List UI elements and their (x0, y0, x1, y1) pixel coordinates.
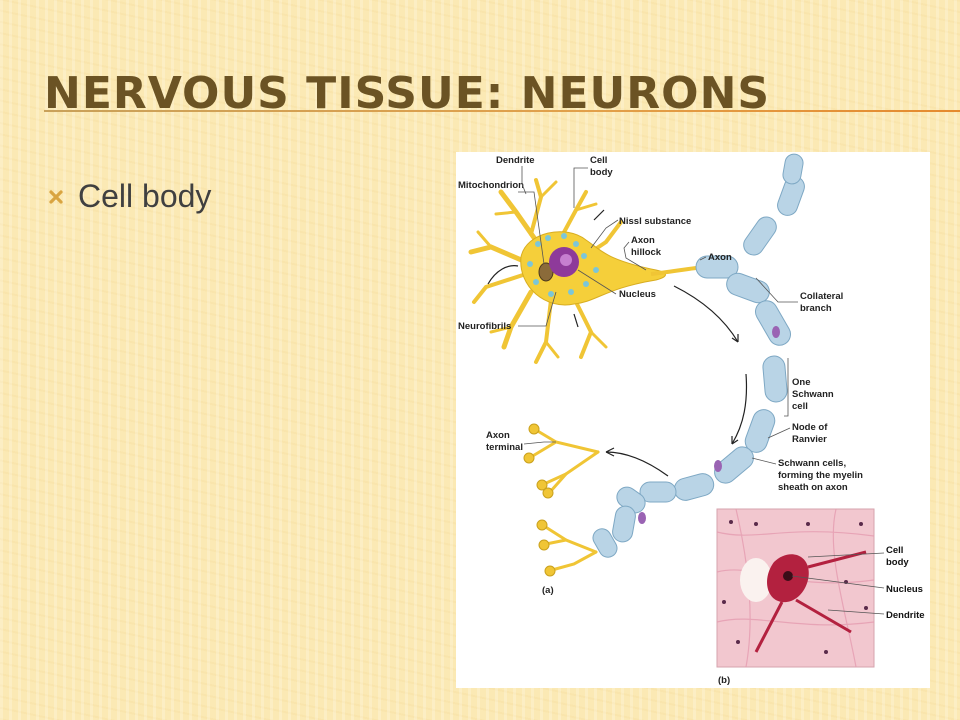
micrograph (716, 508, 885, 668)
label-myelin-2: forming the myelin (778, 470, 863, 481)
x-mark-icon (49, 189, 63, 204)
label-nissl-substance: Nissl substance (619, 216, 691, 227)
label-b-cell-body-2: body (886, 557, 909, 568)
label-node-1: Node of (792, 422, 828, 433)
label-axon: Axon (708, 252, 732, 263)
impulse-arrows (487, 209, 748, 477)
label-myelin-3: sheath on axon (778, 482, 848, 493)
label-schwann-2: Schwann (792, 389, 834, 400)
neuron-diagram: Dendrite Cell body Mitochondrion Nissl s… (458, 153, 925, 686)
neuron-figure: Dendrite Cell body Mitochondrion Nissl s… (456, 152, 930, 688)
title-underline (44, 110, 960, 112)
label-node-2: Ranvier (792, 434, 827, 445)
label-mitochondrion: Mitochondrion (458, 180, 524, 191)
panel-b-letter: (b) (718, 675, 730, 686)
label-dendrite: Dendrite (496, 155, 535, 166)
label-axon-terminal-1: Axon (486, 430, 510, 441)
label-collateral-1: Collateral (800, 291, 843, 302)
label-b-dendrite: Dendrite (886, 610, 925, 621)
label-axon-hillock-1: Axon (631, 235, 655, 246)
bullet-text: Cell body (78, 178, 212, 214)
panel-a-labels: Dendrite Cell body Mitochondrion Nissl s… (458, 155, 863, 596)
label-myelin-1: Schwann cells, (778, 458, 846, 469)
label-neurofibrils: Neurofibrils (458, 321, 511, 332)
leader-lines (518, 166, 798, 465)
label-cell-body-1: Cell (590, 155, 607, 166)
panel-a-letter: (a) (542, 585, 554, 596)
nissl-bodies (527, 233, 599, 297)
myelin-sheath (592, 153, 805, 558)
label-collateral-2: branch (800, 303, 832, 314)
bullet-item: Cell body (48, 178, 211, 215)
label-b-nucleus: Nucleus (886, 584, 923, 595)
label-schwann-1: One (792, 377, 810, 388)
synaptic-knobs (523, 423, 556, 577)
panel-b-labels: Cell body Nucleus Dendrite (b) (718, 545, 925, 686)
label-nucleus: Nucleus (619, 289, 656, 300)
label-schwann-3: cell (792, 401, 808, 412)
slide-title: Nervous Tissue: Neurons (44, 68, 771, 119)
label-axon-hillock-2: hillock (631, 247, 662, 258)
label-axon-terminal-2: terminal (486, 442, 523, 453)
label-cell-body-2: body (590, 167, 613, 178)
schwann-nuclei (638, 326, 780, 524)
label-b-cell-body-1: Cell (886, 545, 903, 556)
axon-terminal-branches (529, 428, 600, 572)
